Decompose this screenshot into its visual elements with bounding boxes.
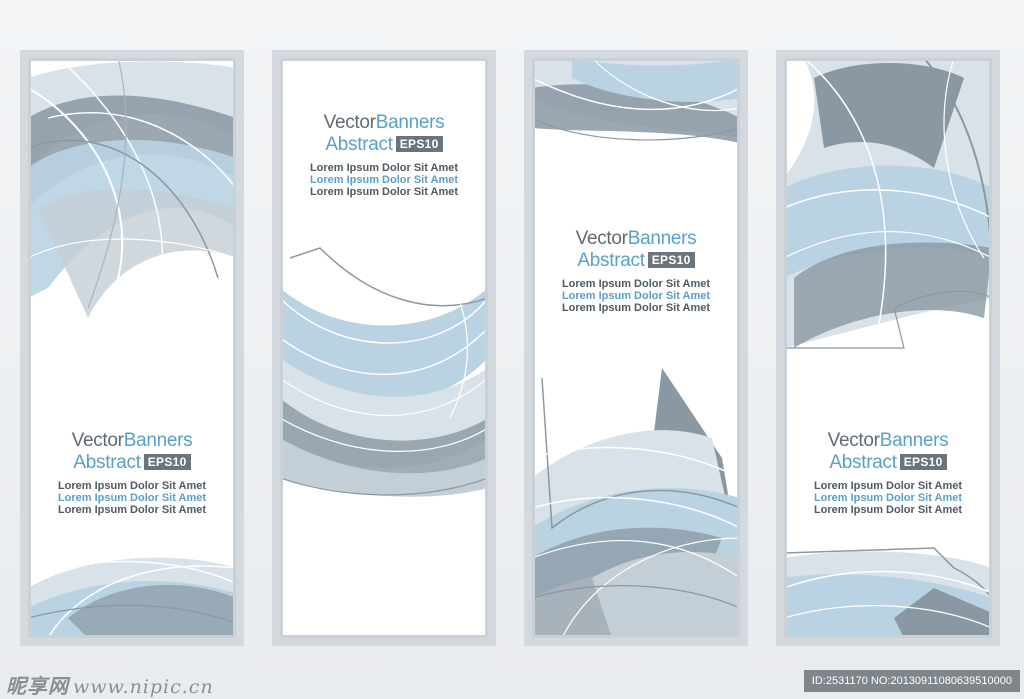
title-word-vector: Vector <box>323 112 376 133</box>
lorem-line-3: Lorem Ipsum Dolor Sit Amet <box>813 504 963 516</box>
lorem-line-2: Lorem Ipsum Dolor Sit Amet <box>813 492 963 504</box>
lorem-line-2: Lorem Ipsum Dolor Sit Amet <box>57 492 207 504</box>
banner-title-line1: VectorBanners <box>784 430 992 452</box>
watermark-url: www.nipic.cn <box>73 676 214 698</box>
eps-badge: EPS10 <box>395 136 443 152</box>
abstract-shapes-bottom <box>784 547 992 638</box>
title-word-banners: Banners <box>879 430 949 451</box>
lorem-line-1: Lorem Ipsum Dolor Sit Amet <box>561 278 711 290</box>
banner-title-line1: VectorBanners <box>28 430 236 452</box>
lorem-line-1: Lorem Ipsum Dolor Sit Amet <box>813 480 963 492</box>
lorem-line-1: Lorem Ipsum Dolor Sit Amet <box>57 480 207 492</box>
title-word-abstract: Abstract <box>73 452 141 473</box>
title-word-banners: Banners <box>123 430 193 451</box>
title-word-abstract: Abstract <box>325 134 393 155</box>
lorem-line-3: Lorem Ipsum Dolor Sit Amet <box>309 186 459 198</box>
lorem-line-2: Lorem Ipsum Dolor Sit Amet <box>309 174 459 186</box>
title-word-banners: Banners <box>627 228 697 249</box>
title-word-vector: Vector <box>71 430 124 451</box>
title-word-banners: Banners <box>375 112 445 133</box>
lorem-line-2: Lorem Ipsum Dolor Sit Amet <box>561 290 711 302</box>
abstract-shapes-top <box>532 58 740 143</box>
abstract-shapes-top <box>784 58 992 349</box>
lorem-line-1: Lorem Ipsum Dolor Sit Amet <box>309 162 459 174</box>
abstract-wave-band <box>280 247 488 497</box>
eps-badge: EPS10 <box>899 454 947 470</box>
eps-badge: EPS10 <box>143 454 191 470</box>
abstract-shapes-bottom <box>532 368 740 638</box>
watermark-id: ID:2531170 NO:20130911080639510000 <box>803 670 1020 692</box>
title-word-vector: Vector <box>827 430 880 451</box>
title-word-abstract: Abstract <box>829 452 897 473</box>
lorem-line-3: Lorem Ipsum Dolor Sit Amet <box>57 504 207 516</box>
eps-badge: EPS10 <box>647 252 695 268</box>
title-word-vector: Vector <box>575 228 628 249</box>
abstract-shapes-bottom <box>28 557 236 638</box>
lorem-line-3: Lorem Ipsum Dolor Sit Amet <box>561 302 711 314</box>
banner-title-line1: VectorBanners <box>532 228 740 250</box>
watermark-brand-name: 昵享网 <box>6 676 69 698</box>
abstract-shapes-top <box>28 58 236 318</box>
title-word-abstract: Abstract <box>577 250 645 271</box>
banner-title-line1: VectorBanners <box>280 112 488 134</box>
